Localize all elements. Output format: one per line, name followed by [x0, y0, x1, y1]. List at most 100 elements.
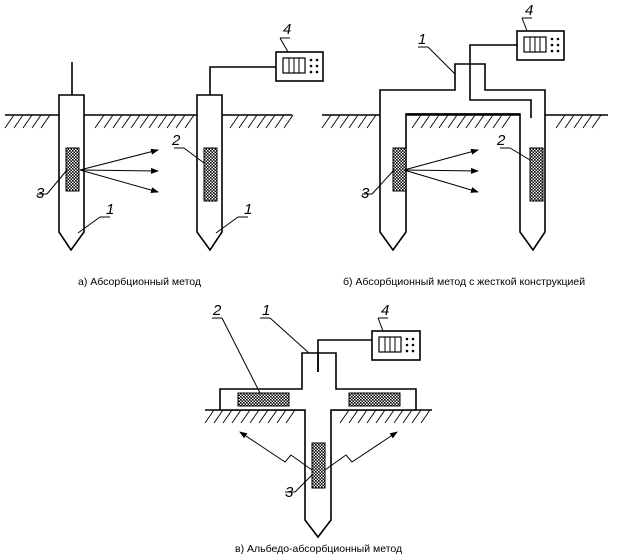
ground-hatch-stroke [348, 114, 359, 129]
ground-hatch-stroke [231, 409, 242, 424]
ground-hatch-stroke [357, 114, 368, 129]
ground-hatch-stroke [267, 409, 278, 424]
ground-hatch-stroke [357, 409, 368, 424]
ground-hatch-stroke [591, 114, 602, 129]
ground-hatch-stroke [258, 409, 269, 424]
ground-hatch-stroke [94, 114, 105, 129]
ground-hatch-a [4, 114, 294, 129]
ground-hatch-b [321, 114, 608, 129]
ground-hatch-stroke [249, 409, 260, 424]
ground-hatch-stroke [339, 409, 350, 424]
ground-hatch-stroke [564, 114, 575, 129]
label-3-c: 3 [285, 484, 294, 501]
ground-hatch-stroke [420, 409, 431, 424]
ground-hatch-stroke [276, 409, 287, 424]
albedo-arrows-c [239, 431, 398, 471]
caption-b: б) Абсорбционный метод с жесткой констру… [343, 276, 585, 288]
ground-hatch-stroke [40, 114, 51, 129]
cable-c [317, 339, 372, 353]
ground-hatch-stroke [31, 114, 42, 129]
label-3-b: 3 [361, 185, 370, 202]
ground-hatch-stroke [274, 114, 285, 129]
source-3-a [65, 147, 80, 192]
instrument-4-c [371, 330, 421, 361]
label-2-a: 2 [171, 132, 181, 149]
cable-b [469, 44, 517, 64]
ground-hatch-stroke [384, 409, 395, 424]
rigid-frame-1-b [379, 63, 546, 252]
ground-hatch-stroke [573, 114, 584, 129]
label-4-c: 4 [381, 302, 389, 319]
ground-hatch-stroke [285, 409, 296, 424]
ground-hatch-stroke [366, 114, 377, 129]
cable-a [209, 66, 276, 95]
ground-hatch-stroke [166, 114, 177, 129]
label-4-b: 4 [525, 2, 533, 19]
ground-hatch-stroke [492, 114, 503, 129]
label-2-c: 2 [212, 302, 222, 319]
ground-hatch-stroke [474, 114, 485, 129]
panel-b: 4 1 2 3 б) Абсорбционный метод с жесткой… [321, 2, 608, 288]
ground-hatch-stroke [256, 114, 267, 129]
ground-hatch-stroke [184, 114, 195, 129]
ground-hatch-stroke [139, 114, 150, 129]
ground-hatch-stroke [213, 409, 224, 424]
ground-hatch-stroke [265, 114, 276, 129]
ground-hatch-stroke [229, 114, 240, 129]
detector-2-b [529, 147, 544, 202]
ground-hatch-stroke [465, 114, 476, 129]
label-2-b: 2 [496, 132, 506, 149]
label-4-a: 4 [283, 21, 291, 38]
ground-hatch-stroke [121, 114, 132, 129]
panel-a: 4 2 3 1 1 а) Абсорбционный метод [4, 21, 324, 288]
ground-hatch-stroke [582, 114, 593, 129]
ground-hatch-stroke [420, 114, 431, 129]
label-1-b: 1 [418, 31, 426, 48]
ground-hatch-stroke [321, 114, 332, 129]
ground-hatch-stroke [22, 114, 33, 129]
radiation-arrows-a [79, 148, 159, 193]
ground-hatch-stroke [348, 409, 359, 424]
ground-hatch-stroke [411, 409, 422, 424]
label-3-a: 3 [36, 185, 45, 202]
ground-hatch-stroke [103, 114, 114, 129]
ground-hatch-stroke [148, 114, 159, 129]
ground-hatch-stroke [366, 409, 377, 424]
ground-hatch-stroke [247, 114, 258, 129]
ground-hatch-stroke [501, 114, 512, 129]
ground-hatch-stroke [13, 114, 24, 129]
ground-hatch-stroke [222, 409, 233, 424]
ground-hatch-stroke [157, 114, 168, 129]
ground-hatch-stroke [112, 114, 123, 129]
label-1b-a: 1 [244, 201, 252, 218]
ground-hatch-stroke [438, 114, 449, 129]
detector-2-a [203, 147, 218, 202]
ground-hatch-stroke [175, 114, 186, 129]
label-1a-a: 1 [106, 201, 114, 218]
ground-hatch-stroke [283, 114, 294, 129]
ground-hatch-stroke [375, 409, 386, 424]
ground-hatch-stroke [483, 114, 494, 129]
ground-hatch-stroke [393, 409, 404, 424]
ground-hatch-stroke [429, 114, 440, 129]
ground-hatch-stroke [330, 114, 341, 129]
ground-hatch-stroke [402, 409, 413, 424]
ground-hatch-stroke [447, 114, 458, 129]
ground-hatch-stroke [130, 114, 141, 129]
detector-2-left-c [237, 392, 290, 407]
detector-2-right-c [348, 392, 401, 407]
ground-hatch-stroke [4, 114, 15, 129]
caption-a: а) Абсорбционный метод [78, 276, 201, 288]
ground-hatch-stroke [411, 114, 422, 129]
ground-hatch-stroke [204, 409, 215, 424]
caption-c: в) Альбедо-абсорбционный метод [235, 543, 402, 555]
radiation-arrows-b [403, 148, 479, 193]
label-1-c: 1 [262, 302, 270, 319]
ground-hatch-stroke [456, 114, 467, 129]
ground-hatch-stroke [238, 114, 249, 129]
ground-hatch-stroke [555, 114, 566, 129]
ground-hatch-stroke [339, 114, 350, 129]
source-3-c [311, 442, 326, 489]
instrument-4-b [516, 30, 565, 61]
